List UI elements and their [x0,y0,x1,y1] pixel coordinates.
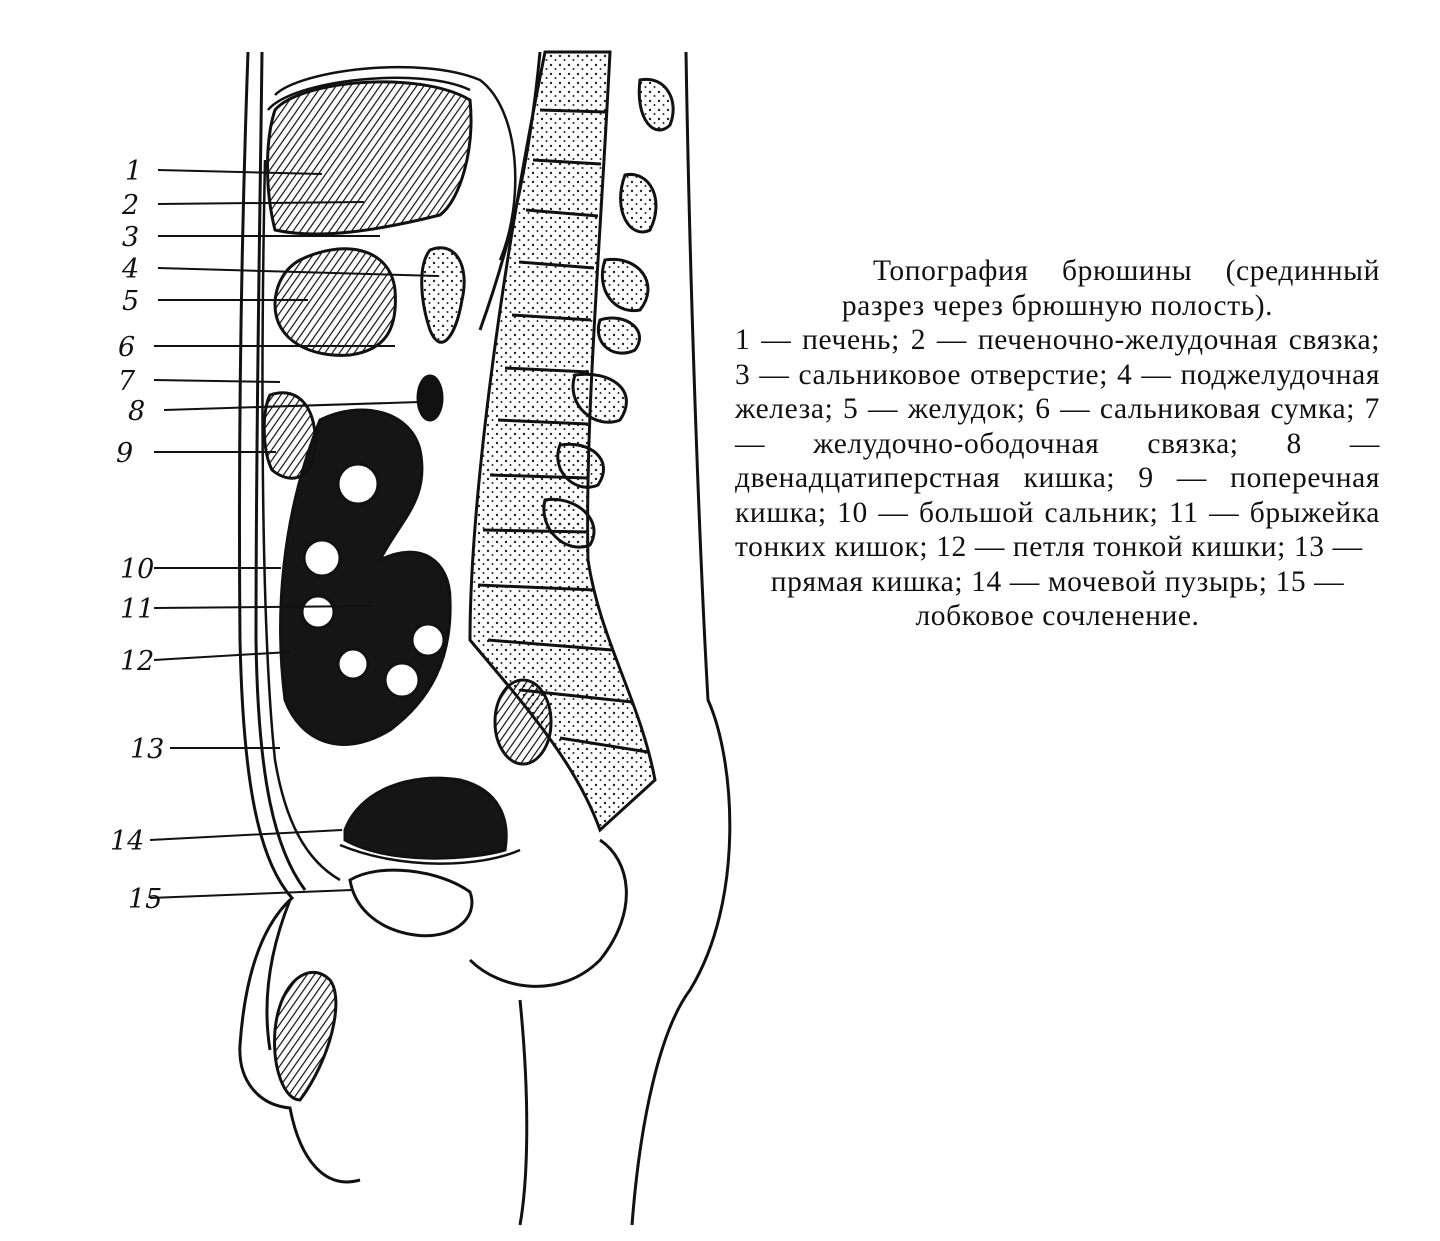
label-8: 8 [128,396,145,427]
leader-lines [149,169,439,899]
label-5: 5 [122,286,139,317]
figure-labels: 1 2 3 4 5 6 7 8 9 10 11 12 13 14 15 [110,156,164,915]
label-13: 13 [130,734,164,765]
stomach [273,247,397,357]
spinal-processes [542,77,675,549]
label-6: 6 [118,332,135,363]
label-3: 3 [122,222,139,253]
liver [266,80,473,236]
bladder [339,776,521,865]
caption-legend-last-line: прямая кишка; 14 — мочевой пузырь; 15 — … [770,565,1345,633]
lower-pelvis [265,838,628,1102]
caption-legend-text: 1 — печень; 2 — печеночно-желудочная свя… [735,324,1380,563]
caption-title: Топография брюшины (срединный разрез чер… [841,255,1380,322]
caption-legend: 1 — печень; 2 — печеночно-желудочная свя… [735,323,1380,634]
label-10: 10 [120,554,154,585]
intestines [262,391,452,746]
label-9: 9 [116,438,133,469]
label-2: 2 [121,190,139,221]
pancreas [416,246,466,422]
spine [468,50,657,833]
label-11: 11 [120,594,154,625]
label-1: 1 [125,156,142,187]
label-15: 15 [128,884,162,915]
label-7: 7 [118,366,136,397]
label-12: 12 [120,646,154,677]
figure-caption: Топография брюшины (срединный разрез чер… [735,254,1380,634]
abdominal-wall [261,65,517,882]
rectum [493,678,553,766]
label-4: 4 [121,254,139,285]
pubic-symphysis [348,868,474,938]
label-14: 14 [110,826,144,857]
